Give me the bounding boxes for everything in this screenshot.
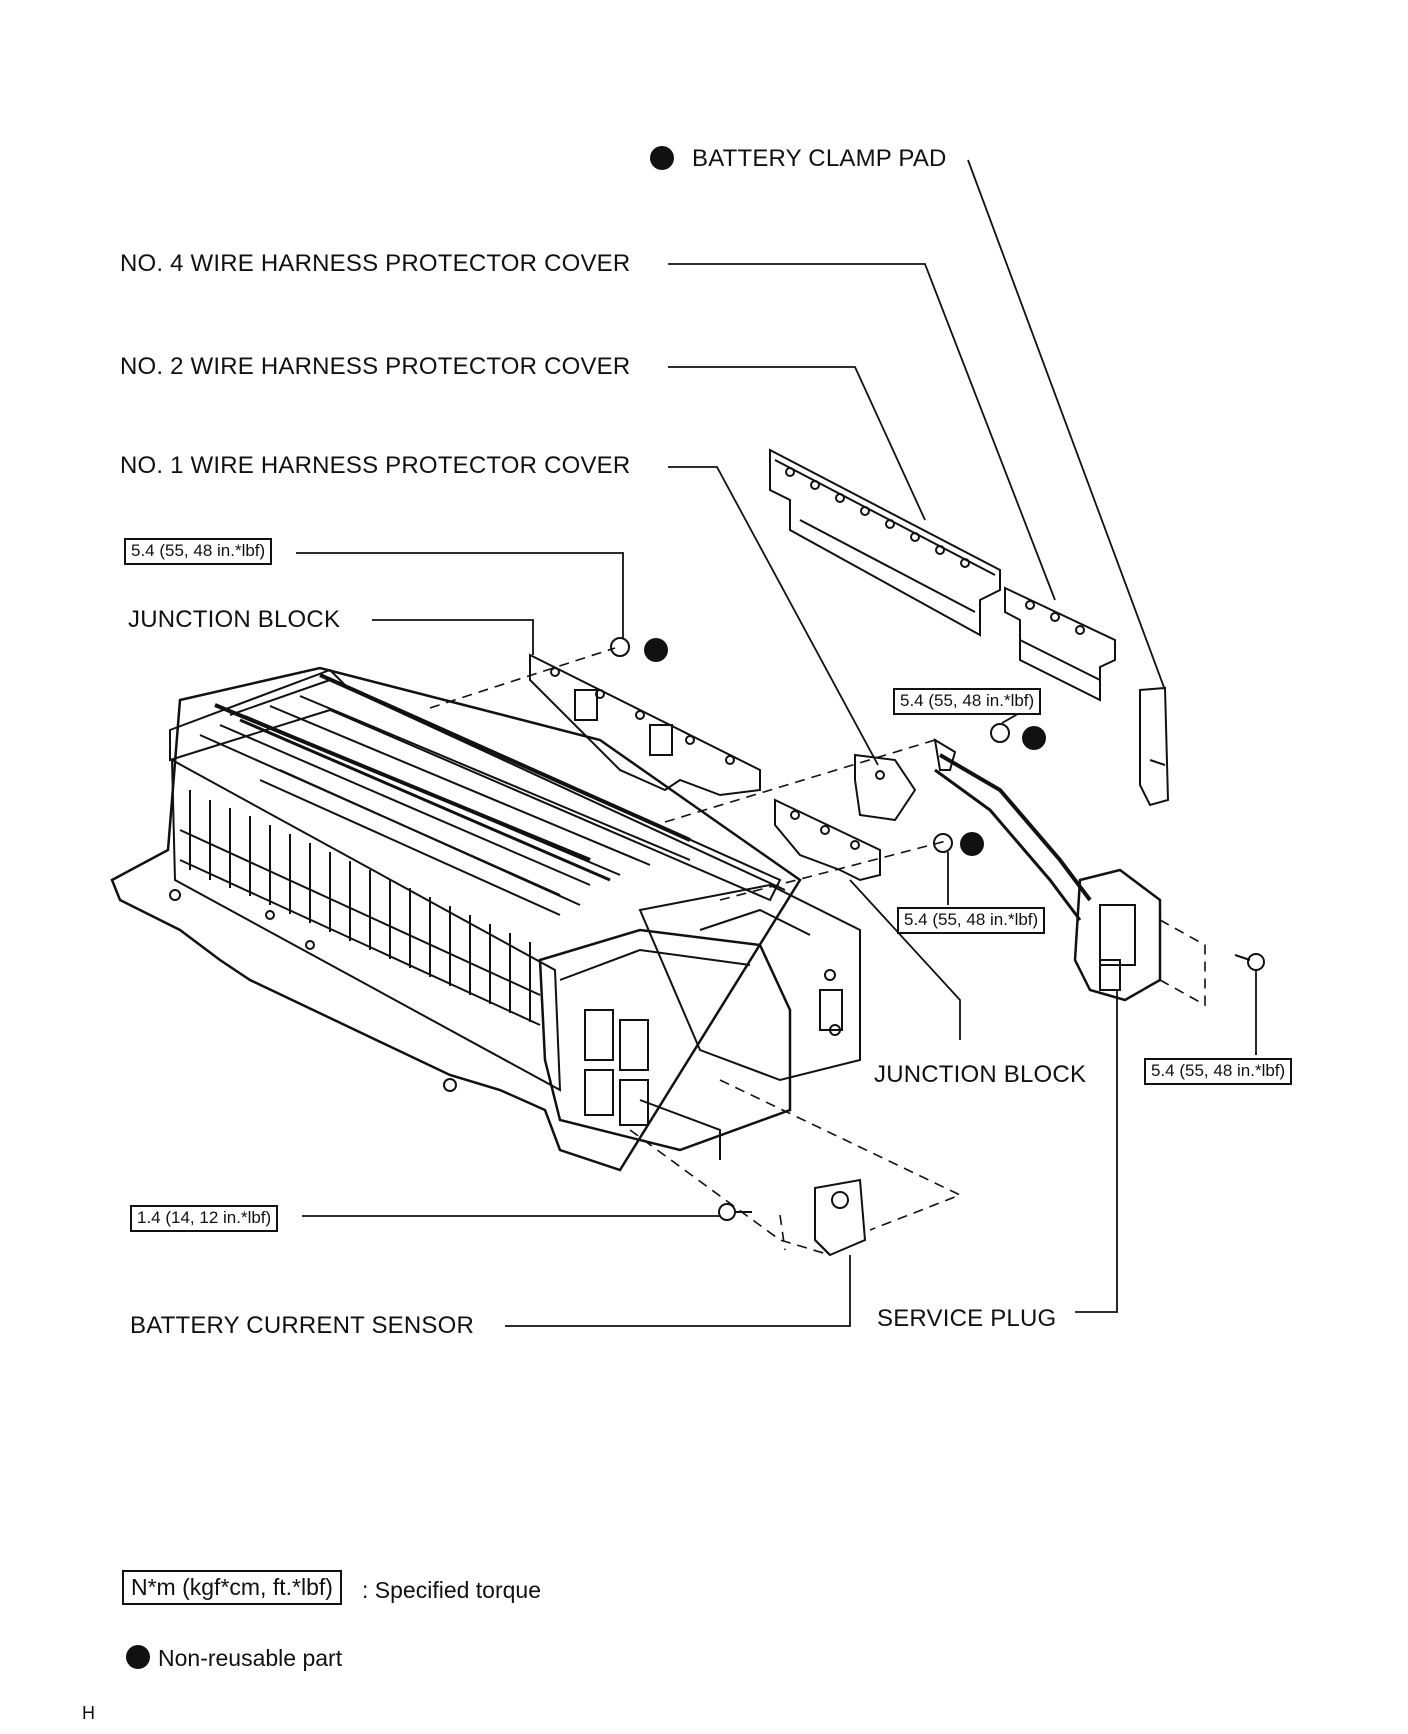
legend-nonreusable-text: Non-reusable part	[158, 1645, 343, 1671]
no2-protector-cover-illustration	[769, 448, 1001, 637]
junction-block-upper-label: JUNCTION BLOCK	[128, 606, 341, 633]
lower-junction-block-illustration	[774, 798, 881, 882]
nonreusable-marker-icon	[644, 638, 668, 662]
harness-nut-upper-icon	[990, 723, 1010, 743]
battery-module-illustration	[110, 666, 861, 1172]
no4-cover-label: NO. 4 WIRE HARNESS PROTECTOR COVER	[120, 250, 631, 277]
harness-nut-lower-icon	[933, 833, 953, 853]
nonreusable-marker-icon	[1022, 726, 1046, 750]
torque-spec-service-plug-bolt: 5.4 (55, 48 in.*lbf)	[1144, 1058, 1293, 1085]
torque-spec-harness-upper: 5.4 (55, 48 in.*lbf)	[893, 688, 1042, 715]
sensor-bolt-illustration	[718, 1203, 752, 1221]
page-mark: H	[82, 1703, 95, 1723]
upper-junction-block-illustration	[529, 653, 761, 797]
middle-bracket-illustration	[854, 753, 917, 822]
no1-cover-label: NO. 1 WIRE HARNESS PROTECTOR COVER	[120, 452, 631, 479]
battery-current-sensor-label: BATTERY CURRENT SENSOR	[130, 1312, 475, 1339]
torque-spec-junction-nut: 5.4 (55, 48 in.*lbf)	[124, 538, 273, 565]
torque-spec-sensor-bolt: 1.4 (14, 12 in.*lbf)	[130, 1205, 279, 1232]
service-plug-harness-illustration	[933, 738, 1162, 1002]
legend-torque-text: : Specified torque	[362, 1577, 542, 1603]
torque-spec-harness-lower: 5.4 (55, 48 in.*lbf)	[897, 907, 1046, 934]
junction-block-lower-label: JUNCTION BLOCK	[874, 1061, 1087, 1088]
legend-nonreusable-icon	[126, 1645, 150, 1669]
battery-clamp-pad-illustration	[1139, 686, 1170, 807]
battery-current-sensor-illustration	[814, 1178, 867, 1257]
service-plug-label: SERVICE PLUG	[877, 1305, 1057, 1332]
junction-nut-icon	[610, 637, 630, 657]
no2-cover-label: NO. 2 WIRE HARNESS PROTECTOR COVER	[120, 353, 631, 380]
nonreusable-marker-icon	[650, 146, 674, 170]
nonreusable-marker-icon	[960, 832, 984, 856]
battery-clamp-pad-label: BATTERY CLAMP PAD	[692, 145, 947, 172]
legend-torque-box: N*m (kgf*cm, ft.*lbf)	[122, 1570, 342, 1606]
no4-protector-cover-illustration	[1004, 586, 1116, 702]
service-plug-bolt-illustration	[1234, 953, 1265, 971]
